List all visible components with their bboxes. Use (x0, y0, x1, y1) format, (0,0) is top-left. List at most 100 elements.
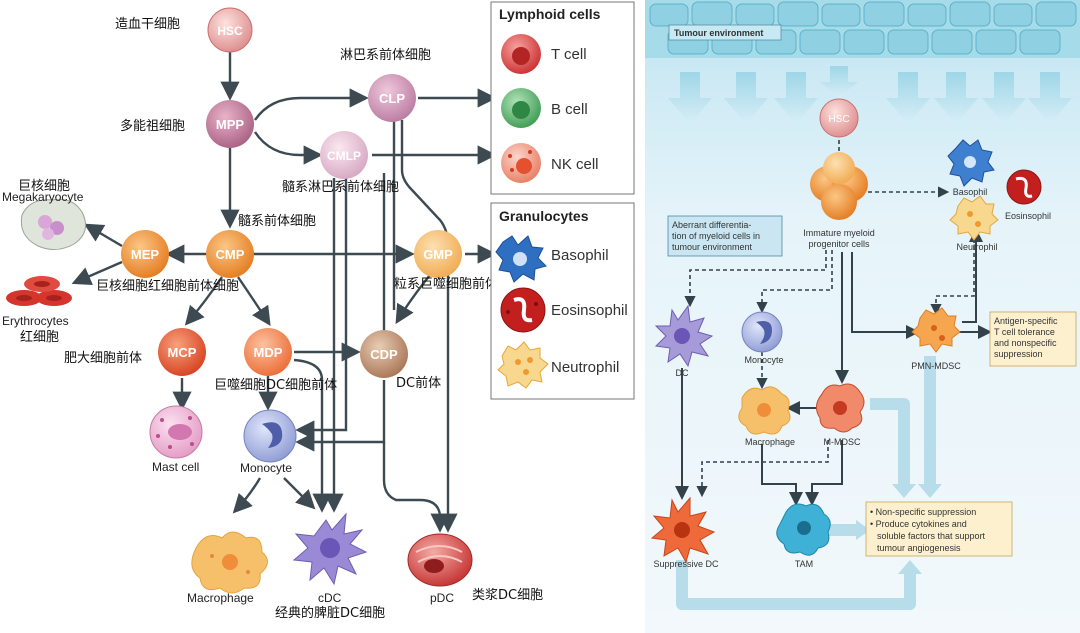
svg-text:soluble factors that support: soluble factors that support (877, 531, 986, 541)
zh-label-hsc: 造血干细胞 (115, 17, 180, 32)
mpp-node: MPP (206, 100, 254, 148)
right-pmn-mdsc: PMN-MDSC (911, 307, 961, 371)
granulocytes-box: Granulocytes Basophil Eosinsophil Neutro… (490, 202, 635, 400)
en-label-cdc: cDC (318, 591, 342, 605)
en-label-pdc: pDC (430, 591, 454, 605)
svg-text:HSC: HSC (217, 24, 243, 38)
zh-label-mcp: 肥大细胞前体 (64, 350, 142, 366)
svg-text:suppression: suppression (994, 349, 1043, 359)
zh-label-cdc: 经典的脾脏DC细胞 (275, 605, 385, 621)
legend-basophil: Basophil (551, 247, 609, 264)
svg-text:Suppressive DC: Suppressive DC (653, 559, 719, 569)
svg-text:CMLP: CMLP (327, 149, 361, 163)
svg-text:and nonspecific: and nonspecific (994, 338, 1057, 348)
svg-text:• Non-specific suppression: • Non-specific suppression (870, 507, 976, 517)
legend-neutrophil: Neutrophil (551, 359, 619, 376)
svg-text:Basophil: Basophil (953, 187, 988, 197)
svg-text:MDP: MDP (254, 345, 283, 360)
monocyte-cell (243, 409, 297, 463)
megakaryocyte-cell (20, 198, 87, 250)
zh-label-cmlp: 髓系淋巴系前体细胞 (282, 179, 399, 195)
suppression-arrows (676, 356, 936, 610)
legend-t-cell: T cell (551, 46, 587, 63)
zh-label-megakaryocyte: 巨核细胞 (18, 179, 70, 194)
svg-text:• Produce cytokines and: • Produce cytokines and (870, 519, 967, 529)
en-label-macrophage: Macrophage (187, 591, 254, 605)
mast-cell (149, 405, 203, 459)
zh-label-pdc: 类浆DC细胞 (472, 588, 543, 603)
svg-text:Aberrant differentia-: Aberrant differentia- (672, 220, 751, 230)
influence-arrows (668, 66, 1072, 124)
svg-text:tumour angiogenesis: tumour angiogenesis (877, 543, 961, 553)
right-m-mdsc: M-MDSC (816, 383, 865, 447)
antigen-specific-box: Antigen-specific T cell tolerance and no… (989, 311, 1077, 367)
right-macrophage: Macrophage (738, 386, 795, 447)
immature-label-line1: Immature myeloid (803, 228, 875, 238)
svg-text:Macrophage: Macrophage (745, 437, 795, 447)
granulocytes-box-title: Granulocytes (499, 208, 589, 224)
right-arrows (675, 140, 992, 506)
left-panel: HSC MPP CLP CMLP MEP CMP GMP MCP (2, 1, 635, 621)
svg-text:T cell tolerance: T cell tolerance (994, 327, 1055, 337)
gmp-node: GMP (414, 230, 462, 278)
svg-text:tion of myeloid cells in: tion of myeloid cells in (672, 231, 760, 241)
cmp-node: CMP (206, 230, 254, 278)
mdp-node: MDP (244, 328, 292, 376)
en-label-mast-cell: Mast cell (152, 460, 199, 474)
en-label-erythrocytes: Erythrocytes (2, 314, 69, 328)
clp-node: CLP (368, 74, 416, 122)
svg-text:PMN-MDSC: PMN-MDSC (911, 361, 961, 371)
svg-text:DC: DC (676, 368, 689, 378)
svg-text:Neutrophil: Neutrophil (956, 242, 997, 252)
svg-text:Antigen-specific: Antigen-specific (994, 316, 1058, 326)
svg-text:CDP: CDP (370, 347, 398, 362)
right-hsc-node: HSC (819, 98, 859, 138)
lymphoid-cells-box: Lymphoid cells T cell B cell NK cell (490, 1, 635, 195)
immature-label-line2: progenitor cells (808, 239, 870, 249)
erythrocytes-cells (6, 276, 72, 306)
right-suppressive-dc: Suppressive DC (650, 496, 719, 569)
legend-nk-cell: NK cell (551, 156, 599, 173)
svg-text:CLP: CLP (379, 91, 405, 106)
svg-text:HSC: HSC (828, 114, 849, 125)
legend-eosinophil: Eosinsophil (551, 302, 628, 319)
right-basophil: Basophil (947, 139, 995, 197)
right-dc: DC (654, 304, 714, 378)
mep-node: MEP (121, 230, 169, 278)
zh-label-clp: 淋巴系前体细胞 (340, 47, 431, 63)
zh-label-mep: 巨核细胞红细胞前体细胞 (96, 278, 239, 294)
right-panel: Tumour environment (645, 0, 1080, 633)
mcp-node: MCP (158, 328, 206, 376)
en-label-megakaryocyte: Megakaryocyte (2, 190, 84, 204)
svg-text:CMP: CMP (216, 247, 245, 262)
svg-text:TAM: TAM (795, 559, 813, 569)
aberrant-differentiation-box: Aberrant differentia- tion of myeloid ce… (667, 215, 783, 257)
immature-myeloid-cells: Immature myeloid progenitor cells (803, 152, 875, 249)
svg-text:M-MDSC: M-MDSC (824, 437, 861, 447)
zh-label-cmp: 髓系前体细胞 (238, 213, 316, 229)
svg-text:Eosinsophil: Eosinsophil (1005, 211, 1051, 221)
right-neutrophil: Neutrophil (949, 195, 999, 252)
zh-label-cdp: DC前体 (396, 375, 441, 391)
en-label-monocyte: Monocyte (240, 461, 292, 475)
zh-label-gmp: 粒系巨噬细胞前体 (394, 276, 498, 292)
svg-text:MEP: MEP (131, 247, 160, 262)
zh-label-mdp: 巨噬细胞DC细胞前体 (214, 377, 337, 393)
zh-label-erythrocytes: 红细胞 (20, 329, 59, 345)
macrophage-cell (191, 531, 268, 594)
hsc-node: HSC (207, 7, 253, 53)
lineage-arrows (71, 44, 497, 533)
svg-text:GMP: GMP (423, 247, 453, 262)
svg-text:tumour environment: tumour environment (672, 242, 753, 252)
pdc-cell (407, 533, 473, 587)
lymphoid-box-title: Lymphoid cells (499, 6, 601, 22)
right-monocyte: Monocyte (741, 311, 784, 365)
right-tam: TAM (776, 503, 831, 569)
suppression-bullets-box: • Non-specific suppression • Produce cyt… (865, 501, 1013, 557)
cdc-cell (292, 512, 368, 586)
legend-b-cell: B cell (551, 101, 588, 118)
right-eosinophil: Eosinsophil (1005, 169, 1051, 221)
cmlp-node: CMLP (320, 131, 368, 179)
tumour-environment-label: Tumour environment (674, 28, 763, 38)
